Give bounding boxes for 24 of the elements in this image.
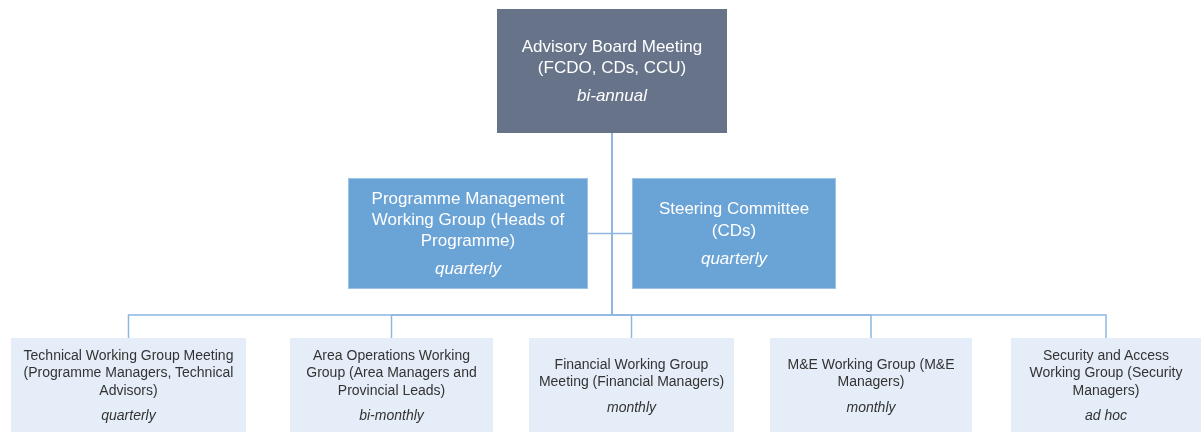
meeting-name: Technical Working Group Meeting (Programme Managers, Technical Advisors) — [22, 346, 235, 400]
frequency-label: ad hoc — [1084, 407, 1127, 424]
meeting-name: Steering Committee (CDs) — [657, 198, 811, 241]
meeting-box — [348, 178, 588, 289]
frequency-label: bi-monthly — [359, 407, 424, 424]
frequency-label: monthly — [607, 398, 656, 415]
meeting-name: Area Operations Working Group (Area Managers and Provincial Leads) — [305, 346, 478, 400]
meeting-name: Programme Management Working Group (Heads of Programme) — [370, 187, 566, 252]
frequency-label: monthly — [846, 398, 896, 415]
meeting-box — [290, 338, 493, 432]
meeting-box — [770, 338, 972, 432]
meeting-name: Financial Working Group Meeting (Financial Managers) — [537, 355, 726, 391]
meeting-box — [11, 338, 246, 432]
frequency-label: quarterly — [700, 248, 768, 269]
meeting-box — [497, 9, 727, 133]
meeting-box — [632, 178, 836, 289]
frequency-label: quarterly — [434, 259, 502, 280]
frequency-label: bi-annual — [577, 86, 647, 107]
meeting-name: M&E Working Group (M&E Managers) — [786, 355, 956, 391]
meeting-box — [529, 338, 734, 432]
frequency-label: quarterly — [101, 407, 156, 424]
meeting-box — [1011, 338, 1201, 432]
meeting-name: Security and Access Working Group (Security Managers) — [1028, 346, 1184, 400]
meeting-name: Advisory Board Meeting (FCDO, CDs, CCU) — [520, 35, 704, 79]
